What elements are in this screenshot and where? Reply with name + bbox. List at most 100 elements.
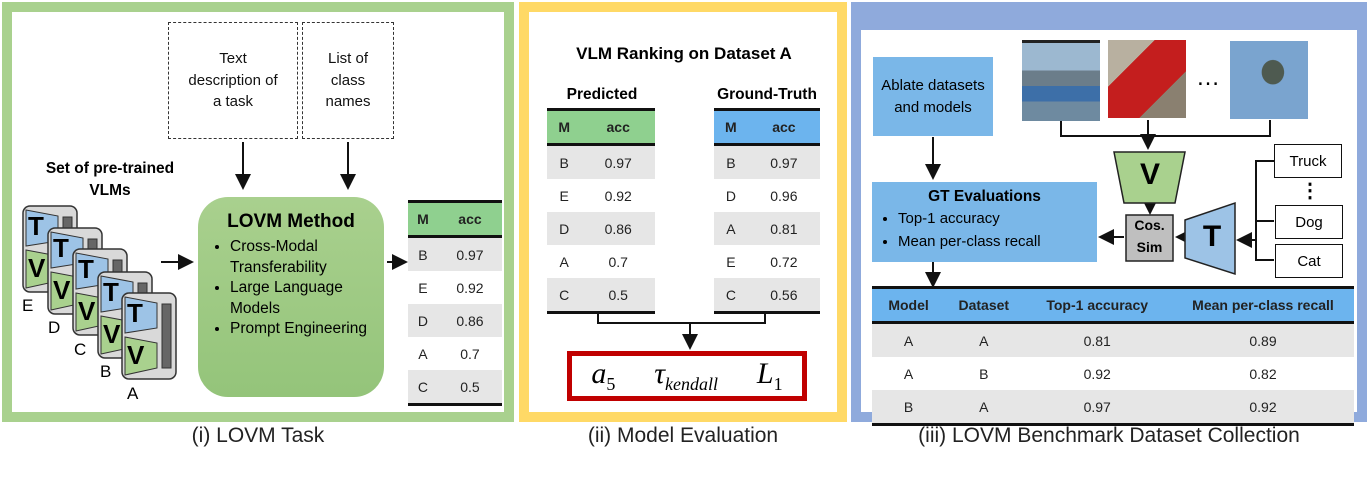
vision-encoder-icon — [124, 336, 158, 376]
column-header: M — [547, 108, 582, 146]
vlm-card-label: B — [100, 362, 112, 381]
gt-metric-list: Top-1 accuracy Mean per-class recall — [882, 208, 1087, 253]
table-cell: B — [714, 144, 748, 179]
column-header: acc — [747, 108, 820, 146]
metric-a5-sub: 5 — [606, 374, 616, 394]
table-cell: 0.92 — [1083, 365, 1111, 382]
table-cell: D — [547, 212, 582, 245]
card-t-label: T — [127, 298, 143, 328]
ground-truth-label: Ground-Truth — [717, 86, 817, 103]
table-cell: B — [979, 365, 989, 382]
table-cell: A — [872, 322, 946, 357]
table-cell: A — [559, 253, 569, 270]
metric-tau-sub: kendall — [665, 374, 719, 394]
vision-encoder-label: V — [1139, 158, 1160, 191]
class-truck: Truck — [1274, 144, 1342, 178]
vlms-label: Set of pre-trained VLMs — [45, 160, 175, 199]
table-cell: 0.7 — [608, 253, 628, 270]
card-v-label: V — [103, 319, 121, 349]
image-truck — [1108, 40, 1186, 118]
table-cell: 0.72 — [770, 253, 798, 270]
table-cell: D — [408, 304, 438, 337]
method-list: Cross-Modal Transferability Large Langua… — [206, 237, 376, 340]
table-cell: 0.86 — [581, 212, 655, 245]
gt-evaluations-box: GT Evaluations Top-1 accuracy Mean per-c… — [872, 182, 1097, 262]
table-cell: 0.97 — [581, 144, 655, 179]
method-item: Prompt Engineering — [230, 319, 376, 340]
text-encoder-icon — [124, 296, 158, 334]
column-header: M — [408, 200, 438, 238]
gt-evaluations-title: GT Evaluations — [928, 188, 1041, 205]
table-cell: 0.5 — [581, 278, 655, 314]
cos-sim-label-2: Sim — [1136, 239, 1163, 255]
lovm-method-box: LOVM Method Cross-Modal Transferability … — [198, 197, 384, 397]
image-ship — [1022, 40, 1100, 121]
class-names-box: List of class names — [302, 22, 394, 139]
image-bird — [1230, 41, 1308, 119]
metric-a5-base: a — [591, 357, 607, 390]
table-cell: 0.92 — [1171, 390, 1354, 426]
table-cell: 0.81 — [1022, 322, 1172, 357]
class-dog: Dog — [1275, 205, 1343, 239]
table-cell: A — [714, 212, 748, 245]
text-encoder-label: T — [1202, 220, 1222, 253]
cos-sim-label-1: Cos. — [1134, 217, 1165, 233]
vision-encoder-icon — [1113, 151, 1186, 204]
vlm-card-label: C — [74, 340, 87, 359]
metric-l1: L1 — [757, 357, 783, 395]
text-encoder-icon — [1184, 201, 1236, 276]
vlm-card-label: E — [22, 296, 34, 315]
card-v-label: V — [127, 340, 145, 370]
gt-metric-item: Mean per-class recall — [898, 231, 1087, 254]
table-cell: A — [945, 390, 1023, 426]
ellipsis: … — [1196, 64, 1220, 91]
predicted-label: Predicted — [566, 86, 638, 103]
column-header: Mean per-class recall — [1171, 286, 1354, 324]
lovm-method-title: LOVM Method — [227, 211, 355, 232]
ranking-title: VLM Ranking on Dataset A — [576, 44, 792, 63]
metric-l1-base: L — [756, 357, 774, 390]
metrics-box: a5 τkendall L1 — [567, 351, 807, 401]
table-cell: B — [408, 236, 438, 271]
method-item: Large Language Models — [230, 278, 376, 319]
table-cell: 0.81 — [747, 212, 820, 245]
table-cell: 0.56 — [747, 278, 820, 314]
table-cell: 0.5 — [437, 370, 502, 406]
gt-metric-item: Top-1 accuracy — [898, 208, 1087, 231]
card-t-label: T — [78, 254, 94, 284]
column-header: acc — [437, 200, 502, 238]
table-cell: B — [547, 144, 582, 179]
table-cell: C — [714, 278, 748, 314]
table-cell: 0.82 — [1249, 365, 1277, 382]
metric-a5: a5 — [591, 357, 615, 395]
caption-lovm-task: (i) LOVM Task — [191, 424, 325, 447]
card-v-label: V — [53, 275, 71, 305]
table-cell: 0.97 — [437, 236, 502, 271]
vlm-card-label: A — [127, 384, 139, 403]
table-cell: A — [945, 322, 1023, 357]
vlm-card: T V — [121, 292, 177, 380]
table-cell: D — [725, 187, 736, 204]
